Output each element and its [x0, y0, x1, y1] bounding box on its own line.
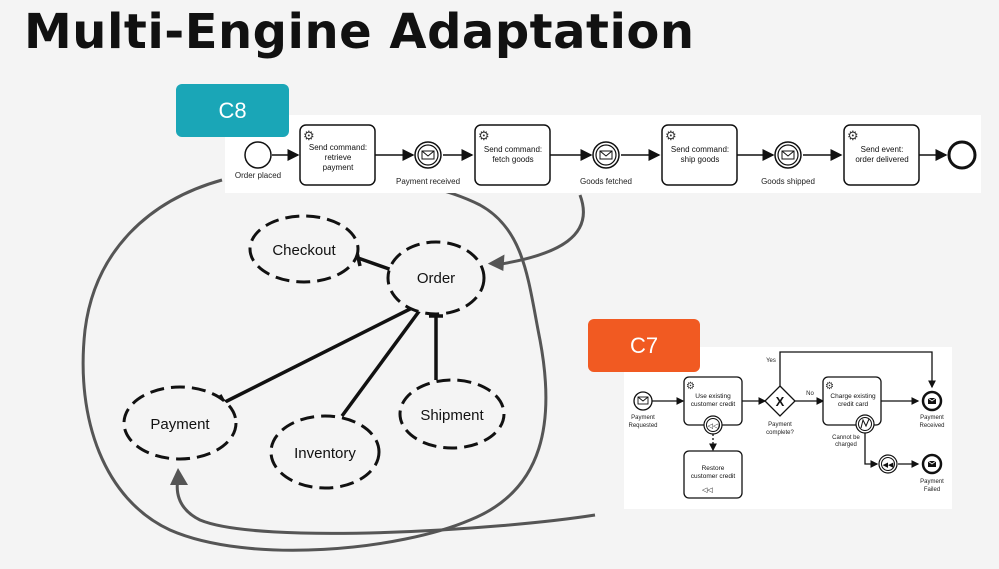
rewind-filled-icon: ◀◀ — [883, 462, 894, 469]
task-label-line: Restore — [702, 465, 725, 472]
c7-badge: C7 — [588, 319, 700, 372]
context-label: Checkout — [272, 242, 336, 259]
boundary-label: charged — [835, 442, 857, 448]
envelope-icon — [637, 396, 649, 405]
gateway-label: complete? — [766, 430, 794, 436]
c8-message-event-shipped: Goods shipped — [761, 141, 815, 186]
end-event-label: Payment — [920, 479, 944, 485]
c7-task-restore-credit: Restore customer credit ◁◁ — [683, 450, 743, 499]
gear-icon: ⚙ — [303, 128, 315, 143]
gateway-label: Payment — [768, 422, 792, 428]
task-label-line: Send command: — [671, 145, 729, 154]
context-checkout: Checkout — [248, 214, 360, 284]
c7-sequence-flows — [652, 351, 936, 468]
context-label: Payment — [150, 416, 210, 433]
task-label-line: credit card — [838, 401, 869, 408]
flow-label-yes: Yes — [766, 358, 776, 364]
task-label-line: Send event: — [861, 145, 904, 154]
context-label: Inventory — [294, 445, 356, 462]
boundary-label: Cannot be — [832, 435, 860, 441]
context-boundary-blob — [81, 178, 548, 552]
context-inventory: Inventory — [269, 414, 381, 490]
c7-to-payment-arrow — [175, 477, 596, 535]
c8-badge: C8 — [176, 84, 289, 137]
rewind-icon: ◁◁ — [702, 487, 713, 494]
task-label-line: Send command: — [309, 143, 367, 152]
message-event-label: Goods shipped — [761, 177, 815, 186]
context-shipment: Shipment — [398, 378, 506, 450]
task-label-line: customer credit — [691, 401, 736, 408]
c7-task-charge-card: ⚙ Charge existing credit card — [822, 376, 882, 426]
c8-message-event-payment: Payment received — [396, 141, 460, 186]
arrowhead-icon — [487, 254, 505, 272]
c7-compensation-throw-event: ◀◀ — [878, 454, 898, 474]
c8-task-ship-goods: ⚙ Send command: ship goods — [661, 124, 738, 186]
end-event-label: Failed — [924, 487, 940, 493]
envelope-icon — [421, 150, 435, 160]
context-label: Shipment — [420, 407, 484, 424]
gear-icon: ⚙ — [686, 381, 695, 392]
message-event-label: Goods fetched — [580, 177, 632, 186]
task-label-line: retrieve — [325, 153, 352, 162]
lightning-icon — [860, 418, 870, 429]
context-label: Order — [417, 270, 455, 287]
slide-title: Multi-Engine Adaptation — [24, 4, 695, 60]
c8-task-retrieve-payment: ⚙ Send command: retrieve payment — [299, 124, 376, 186]
x-marker-icon: X — [776, 394, 785, 409]
task-label-line: ship goods — [681, 155, 720, 164]
end-event-label: Payment — [920, 415, 944, 421]
c8-task-order-delivered: ⚙ Send event: order delivered — [843, 124, 920, 186]
c7-exclusive-gateway: X — [764, 385, 796, 417]
task-label-line: Use existing — [695, 393, 731, 400]
c7-start-label: Payment — [631, 415, 655, 421]
envelope-icon — [781, 150, 795, 160]
c7-end-event-received: Payment Received — [919, 390, 945, 429]
task-label-line: payment — [323, 163, 354, 172]
c7-process-panel — [624, 347, 952, 509]
c7-start-label: Requested — [628, 423, 657, 429]
task-label-line: fetch goods — [492, 155, 533, 164]
c8-end-event — [947, 140, 977, 170]
error-boundary-event — [855, 414, 875, 434]
task-label-line: Send command: — [484, 145, 542, 154]
gear-icon: ⚙ — [478, 128, 490, 143]
task-label-line: order delivered — [855, 155, 908, 164]
c8-task-fetch-goods: ⚙ Send command: fetch goods — [474, 124, 551, 186]
compensation-boundary-event: ◁◁ — [703, 415, 723, 435]
c8-to-order-arrow — [494, 194, 585, 267]
envelope-filled-icon — [927, 397, 937, 404]
c7-task-use-credit: ⚙ Use existing customer credit — [683, 376, 743, 426]
c8-start-label: Order placed — [235, 171, 281, 180]
gear-icon: ⚙ — [665, 128, 677, 143]
c7-end-event-failed: Payment Failed — [920, 453, 944, 493]
c8-start-event — [244, 141, 272, 169]
c8-message-event-fetched: Goods fetched — [580, 141, 632, 186]
gear-icon: ⚙ — [847, 128, 859, 143]
flow-label-no: No — [806, 391, 814, 397]
rewind-icon: ◁◁ — [708, 423, 719, 430]
envelope-filled-icon — [927, 460, 937, 467]
context-payment: Payment — [122, 385, 238, 461]
task-label-line: Charge existing — [830, 393, 876, 400]
message-event-label: Payment received — [396, 177, 460, 186]
context-order: Order — [386, 240, 486, 316]
gear-icon: ⚙ — [825, 381, 834, 392]
arrowhead-icon — [170, 468, 188, 485]
task-label-line: customer credit — [691, 473, 736, 480]
end-event-label: Received — [919, 423, 944, 429]
envelope-icon — [599, 150, 613, 160]
context-map-connectors — [218, 247, 443, 418]
